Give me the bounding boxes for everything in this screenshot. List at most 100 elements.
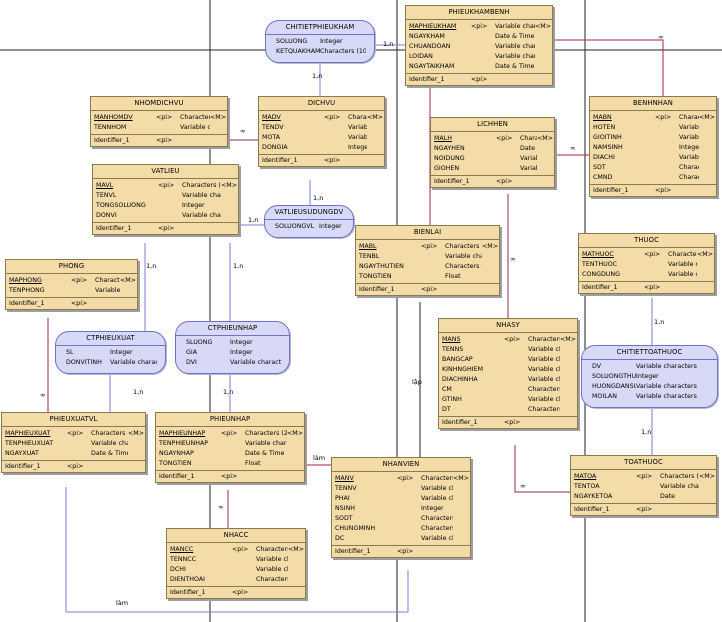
attribute-type: Float: [245, 460, 261, 467]
attribute-name: NGAYKETOA: [574, 493, 613, 500]
attribute-key: <pi>: [158, 182, 175, 189]
attribute-row: MABN<pi>Characters (20)<M>: [593, 113, 715, 123]
attribute-type: Characters (100): [320, 48, 366, 55]
attribute-name: MANS: [442, 336, 461, 343]
association-title: CTPHIEUNHAP: [176, 322, 289, 336]
attribute-mandatory: [699, 143, 713, 153]
identifier-name: Identifier_1: [262, 157, 298, 164]
attribute-type: Integer: [182, 202, 205, 209]
identifier-stereotype: <pi>: [324, 157, 341, 164]
entity-title: NHANVIEN: [332, 458, 470, 472]
attribute-row: SOLUONGTHUOCInteger: [592, 372, 709, 382]
cardinality-label: ∞: [240, 127, 246, 135]
attribute-type: Characters (11): [421, 525, 453, 532]
entity-title: PHIEUKHAMBENH: [406, 6, 552, 20]
attribute-name: NGAYNHAP: [159, 450, 194, 457]
attribute-type: Integer: [230, 339, 253, 346]
attribute-row: MABL<pi>Characters (20)<M>: [359, 242, 498, 252]
attribute-key: [471, 62, 495, 72]
attribute-type: Variable characters (20): [520, 165, 537, 172]
entity-title: NHASY: [439, 319, 577, 333]
attribute-name: KINHNGHIEM: [442, 366, 484, 373]
attribute-list: MAPHIEUXUAT<pi>Characters (20)<M>TENPHIE…: [2, 427, 145, 460]
attribute-mandatory: [560, 405, 574, 415]
identifier-stereotype: <pi>: [156, 137, 173, 144]
attribute-key: [655, 153, 679, 163]
attribute-name: TENNHOM: [94, 124, 127, 131]
attribute-type: Variable characters: [636, 393, 697, 400]
attribute-type: Variable characters (50): [528, 376, 560, 383]
attribute-type: Date & Time: [520, 145, 537, 152]
attribute-name: TENTOA: [574, 483, 600, 490]
attribute-name: BANGCAP: [442, 356, 473, 363]
attribute-name: SLUONG: [186, 339, 213, 346]
attribute-mandatory: <M>: [697, 251, 713, 258]
identifier-stereotype: <pi>: [496, 178, 513, 185]
attribute-type: Characters (20): [256, 546, 288, 553]
attribute-key: [324, 133, 348, 143]
attribute-mandatory: [453, 484, 467, 494]
identifier-stereotype: <pi>: [644, 284, 661, 291]
attribute-name: CHUNGMINH: [335, 525, 376, 532]
attribute-mandatory: [128, 449, 142, 459]
attribute-mandatory: [560, 365, 574, 375]
attribute-name: MOILAN: [592, 393, 617, 400]
attribute-type: Integer: [230, 349, 253, 356]
attribute-key: [496, 164, 520, 174]
cardinality-label: 1,n: [313, 194, 324, 202]
attribute-type: Variable characters (100): [348, 124, 367, 131]
attribute-key: [67, 439, 91, 449]
attribute-type: Variable characters (50): [256, 566, 288, 573]
attribute-key: [504, 385, 528, 395]
identifier-row: Identifier_1<pi>: [571, 503, 716, 515]
attribute-type: Variable characters: [636, 363, 697, 370]
attribute-mandatory: [288, 565, 302, 575]
attribute-key: <pi>: [67, 430, 84, 437]
identifier-row: Identifier_1<pi>: [332, 545, 470, 557]
cardinality-label: lập: [412, 378, 422, 386]
attribute-name: TENPHIEUNHAP: [159, 440, 209, 447]
attribute-mandatory: [535, 52, 549, 62]
attribute-row: TENDVVariable characters (100): [262, 123, 381, 133]
cardinality-label: làm: [313, 454, 326, 462]
attribute-name: GIA: [186, 349, 198, 356]
attribute-type: Variable characters (500): [445, 253, 482, 260]
attribute-key: [67, 449, 91, 459]
entity-title: PHONG: [6, 260, 137, 274]
attribute-key: <pi>: [71, 277, 88, 284]
attribute-type: Variable characters (50): [110, 359, 157, 366]
attribute-mandatory: [367, 133, 381, 143]
attribute-type: Characters (9): [679, 174, 699, 181]
attribute-list: MABN<pi>Characters (20)<M>HOTENVariable …: [590, 111, 716, 184]
attribute-mandatory: [560, 395, 574, 405]
attribute-type: Variable characters (50): [182, 212, 221, 219]
attribute-mandatory: <M>: [535, 23, 551, 30]
identifier-row: Identifier_1 <pi>: [259, 154, 384, 166]
attribute-type: Integer: [319, 223, 342, 230]
